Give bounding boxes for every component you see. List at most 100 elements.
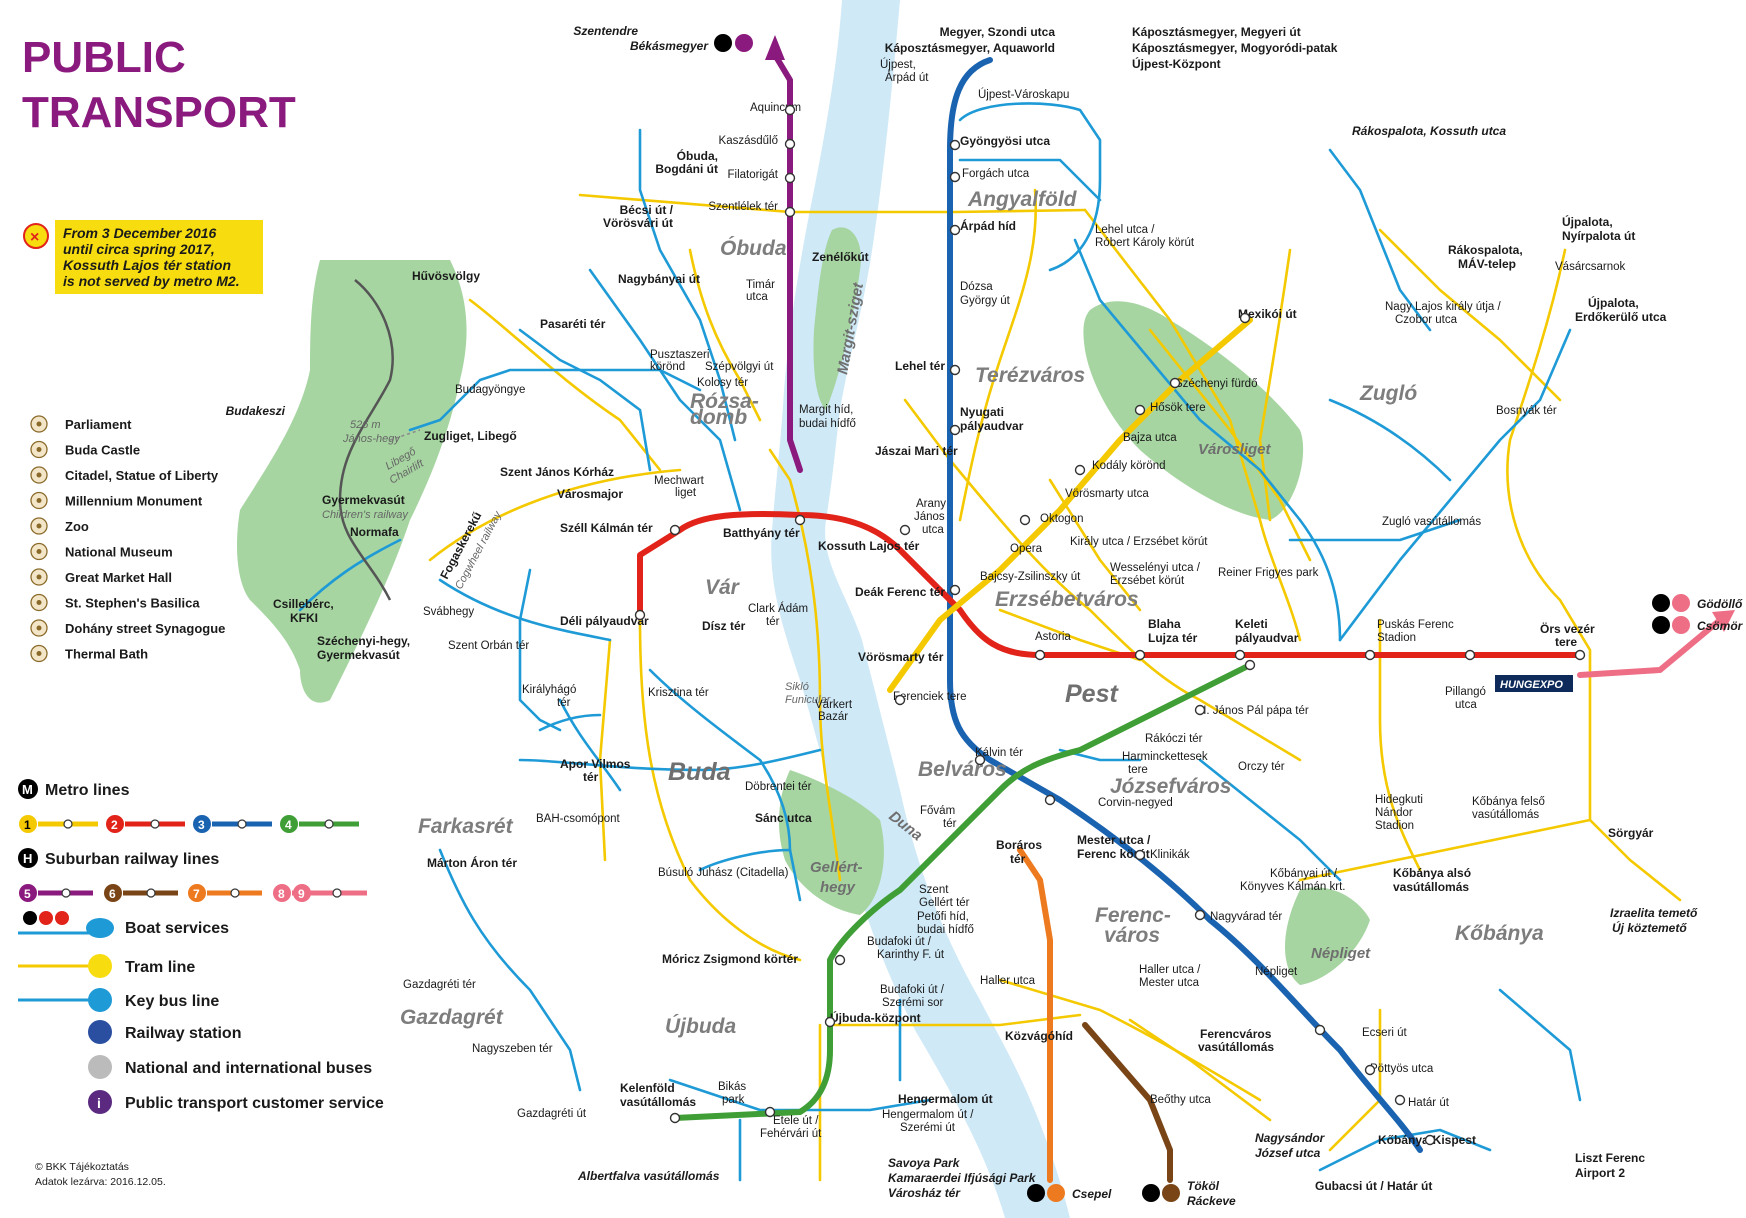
station-boraros[interactable]: Boráros — [996, 838, 1042, 852]
station-szechenyifurdo[interactable]: Széchenyi fürdő — [1175, 378, 1257, 390]
station-vorosmarty[interactable]: Vörösmarty utca — [1065, 488, 1149, 500]
station-szerémi[interactable]: Szerémi sor — [882, 997, 944, 1009]
station-bah[interactable]: BAH-csomópont — [536, 813, 621, 825]
station-corvin[interactable]: Corvin-negyed — [1098, 797, 1173, 809]
station-harminckettesek2[interactable]: tere — [1128, 764, 1148, 776]
station-aporter[interactable]: tér — [583, 770, 599, 784]
station-klinikak[interactable]: Klinikák — [1150, 849, 1190, 861]
station-nyugati2[interactable]: pályaudvar — [960, 419, 1024, 433]
station-karinthy[interactable]: Karinthy F. út — [877, 949, 945, 961]
station-nandor[interactable]: Nándor — [1375, 807, 1413, 819]
station-hatar[interactable]: Határ út — [1408, 1097, 1450, 1109]
station-szeremiut[interactable]: Szerémi út — [900, 1122, 956, 1134]
station-borarosr[interactable]: tér — [1010, 852, 1026, 866]
station-arpadhid[interactable]: Árpád híd — [960, 218, 1016, 233]
station-petofi2[interactable]: budai hídfő — [917, 924, 974, 936]
station-budaihidfo[interactable]: budai hídfő — [799, 418, 856, 430]
station-nagylajos[interactable]: Nagy Lajos király útja / — [1385, 301, 1501, 313]
station-budafoki[interactable]: Budafoki út / — [867, 936, 932, 948]
station-vasutallomas[interactable]: vasútállomás — [1472, 809, 1539, 821]
station-blaha[interactable]: Blaha — [1148, 617, 1181, 631]
station-budafoki2[interactable]: Budafoki út / — [880, 984, 945, 996]
station-szentlelek[interactable]: Szentlélek tér — [708, 201, 778, 213]
station-liget[interactable]: liget — [675, 487, 697, 499]
station-bikas[interactable]: Bikás — [718, 1081, 746, 1093]
station-krisztina[interactable]: Krisztina tér — [648, 687, 709, 699]
station-hengermalom2[interactable]: Hengermalom út / — [882, 1109, 974, 1121]
station-pusztaszeri[interactable]: Pusztaszeri — [650, 349, 709, 361]
station-svabhegy[interactable]: Svábhegy — [423, 606, 474, 618]
station-disz[interactable]: Dísz tér — [702, 619, 746, 633]
station-puskas[interactable]: Puskás Ferenc — [1377, 619, 1454, 631]
station-kaposztasmogyorodi[interactable]: Káposztásmegyer, Mogyoródi-patak — [1132, 41, 1338, 55]
station-nepliget[interactable]: Népliget — [1255, 966, 1298, 978]
station-czobor[interactable]: Czobor utca — [1395, 314, 1458, 326]
station-nagyszeben[interactable]: Nagyszeben tér — [472, 1043, 553, 1055]
station-izraelita[interactable]: Izraelita temető — [1610, 906, 1698, 920]
station-stadion[interactable]: Stadion — [1377, 632, 1416, 644]
station-bogdani[interactable]: Bogdáni út — [655, 162, 718, 176]
station-gyermekvasut3[interactable]: Gyermekvasút — [317, 648, 400, 662]
station-park[interactable]: park — [722, 1094, 745, 1106]
station-budagyongye[interactable]: Budagyöngye — [455, 384, 525, 396]
station-janospal[interactable]: II. János Pál pápa tér — [1200, 705, 1309, 717]
station-vasarcsarnok[interactable]: Vásárcsarnok — [1555, 261, 1626, 273]
station-kossuth[interactable]: Kossuth Lajos tér — [818, 539, 920, 553]
station-mavtelep[interactable]: MÁV-telep — [1458, 256, 1516, 271]
station-astoria[interactable]: Astoria — [1035, 631, 1071, 643]
station-mester[interactable]: Mester utca / — [1077, 833, 1151, 847]
station-kolosy[interactable]: Kolosy tér — [697, 377, 748, 389]
station-bazar[interactable]: Bazár — [818, 711, 848, 723]
station-vorosmartyter[interactable]: Vörösmarty tér — [858, 650, 944, 664]
station-lujza[interactable]: Lujza tér — [1148, 631, 1198, 645]
station-csillebérc[interactable]: Csillebérc, — [273, 597, 334, 611]
station-nagysandor[interactable]: Nagysándor — [1255, 1131, 1326, 1145]
station-gazdagretiut[interactable]: Gazdagréti út — [517, 1108, 587, 1120]
station-rakospalotakossuth[interactable]: Rákospalota, Kossuth utca — [1352, 124, 1506, 138]
station-ferenciek[interactable]: Ferenciek tere — [893, 691, 967, 703]
station-robertkaroly[interactable]: Róbert Károly körút — [1095, 237, 1195, 249]
station-kfki[interactable]: KFKI — [290, 611, 318, 625]
station-rakoczi[interactable]: Rákóczi tér — [1145, 733, 1203, 745]
station-kamaraerdei[interactable]: Kamaraerdei Ifjúsági Park — [888, 1171, 1037, 1185]
station-timar[interactable]: Timár — [746, 279, 775, 291]
station-clarkter[interactable]: tér — [766, 616, 780, 628]
station-gazdagreti[interactable]: Gazdagréti tér — [403, 979, 476, 991]
station-orsvezer2[interactable]: tere — [1555, 635, 1577, 649]
station-filatorigat[interactable]: Filatorigát — [728, 169, 779, 181]
station-gellertter[interactable]: Gellért tér — [919, 897, 970, 909]
station-bajza[interactable]: Bajza utca — [1123, 432, 1177, 444]
station-dobrentei[interactable]: Döbrentei tér — [745, 781, 812, 793]
station-kelenfold[interactable]: Kelenföld — [620, 1081, 675, 1095]
station-normafa[interactable]: Normafa — [350, 525, 399, 539]
station-beothy[interactable]: Beőthy utca — [1150, 1094, 1211, 1106]
station-fehervari[interactable]: Fehérvári út — [760, 1128, 822, 1140]
station-szentgellert[interactable]: Szent — [919, 884, 949, 896]
station-jozsefutca[interactable]: József utca — [1255, 1146, 1321, 1160]
station-etele[interactable]: Etele út / — [773, 1115, 819, 1127]
station-kaposztasmegyer[interactable]: Káposztásmegyer, Aquaworld — [885, 41, 1055, 55]
station-ujpalotaerd[interactable]: Újpalota, — [1588, 295, 1639, 310]
station-aranyjanos3[interactable]: utca — [922, 524, 944, 536]
station-ujkoztemeto[interactable]: Új köztemető — [1612, 920, 1687, 935]
station-sanc[interactable]: Sánc utca — [755, 811, 812, 825]
station-bajcsy[interactable]: Bajcsy-Zsilinszky út — [980, 571, 1081, 583]
station-kobanyafelso[interactable]: Kőbánya felső — [1472, 796, 1545, 808]
station-becsi[interactable]: Bécsi út / — [620, 203, 674, 217]
station-hosok[interactable]: Hősök tere — [1150, 402, 1206, 414]
station-lehelutca[interactable]: Lehel utca / — [1095, 224, 1155, 236]
station-jaszaimari[interactable]: Jászai Mari tér — [875, 444, 958, 458]
station-nyugati[interactable]: Nyugati — [960, 405, 1004, 419]
station-zenelokut[interactable]: Zenélőkút — [812, 250, 869, 264]
station-kaposztasmegyeri[interactable]: Káposztásmegyer, Megyeri út — [1132, 25, 1301, 39]
station-hengermalom[interactable]: Hengermalom út — [898, 1092, 993, 1106]
station-ujbudakozpont[interactable]: Újbuda-központ — [830, 1010, 921, 1025]
station-ujpalotanyir[interactable]: Újpalota, — [1562, 214, 1613, 229]
station-ferenckorut[interactable]: Ferenc körút — [1077, 847, 1150, 861]
station-megyer[interactable]: Megyer, Szondi utca — [940, 25, 1056, 39]
station-zugliget[interactable]: Zugliget, Libegő — [424, 429, 517, 443]
station-ferencvaros[interactable]: Ferencváros — [1200, 1027, 1272, 1041]
station-varosmajor[interactable]: Városmajor — [557, 487, 623, 501]
station-pottyos[interactable]: Pöttyös utca — [1370, 1063, 1434, 1075]
station-keleti[interactable]: Keleti — [1235, 617, 1268, 631]
